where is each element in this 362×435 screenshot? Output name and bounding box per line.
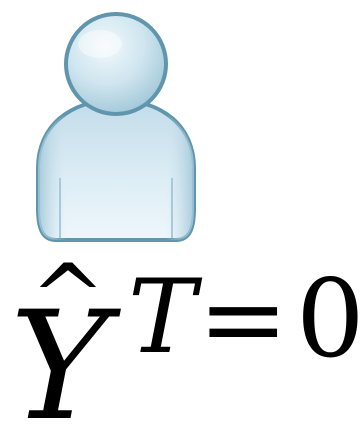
- formula-hat-accent: ^: [30, 250, 105, 350]
- formula-superscript-t: T: [128, 258, 203, 377]
- user-avatar-icon: [30, 8, 202, 246]
- avatar-head: [64, 12, 168, 116]
- formula-base-y: Y: [10, 280, 121, 435]
- formula-zero: 0: [296, 257, 362, 382]
- formula-equals: =: [198, 257, 289, 382]
- formula: ^ Y T = 0: [0, 250, 362, 435]
